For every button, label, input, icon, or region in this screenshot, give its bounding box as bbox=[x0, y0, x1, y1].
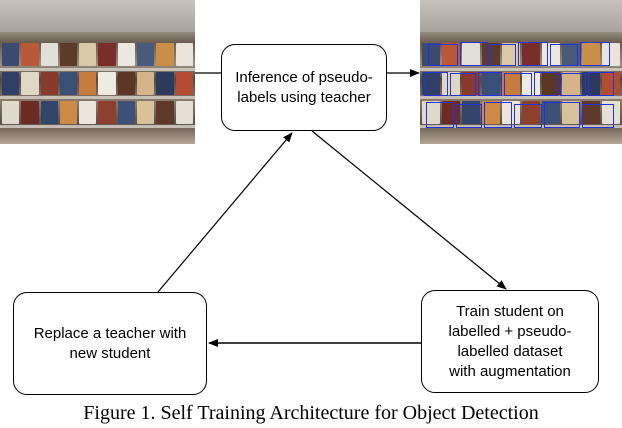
detection-box bbox=[504, 73, 532, 96]
replace-teacher-node-label: Replace a teacher with new student bbox=[33, 324, 187, 362]
detection-box bbox=[484, 102, 512, 128]
train-student-node: Train student on labelled + pseudo- labe… bbox=[421, 290, 599, 393]
inference-node: Inference of pseudo- labels using teache… bbox=[221, 44, 387, 131]
detection-box bbox=[588, 72, 614, 96]
detection-box bbox=[518, 42, 548, 66]
detection-box bbox=[560, 73, 586, 96]
replace-teacher-node: Replace a teacher with new student bbox=[13, 292, 207, 395]
detection-box bbox=[478, 72, 502, 96]
train-student-node-label: Train student on labelled + pseudo- labe… bbox=[448, 302, 572, 380]
detection-box bbox=[534, 72, 558, 96]
detection-box bbox=[456, 104, 482, 128]
figure-caption: Figure 1. Self Training Architecture for… bbox=[83, 402, 539, 424]
detection-box bbox=[580, 42, 610, 66]
detection-box bbox=[426, 102, 454, 128]
arrow-inference-to-train bbox=[311, 130, 507, 290]
detection-box bbox=[514, 104, 542, 128]
detection-box bbox=[428, 44, 458, 66]
detection-box bbox=[550, 44, 578, 66]
detection-box bbox=[460, 42, 488, 66]
detection-box bbox=[450, 73, 476, 96]
detection-box bbox=[544, 102, 580, 128]
output-shelf-image bbox=[420, 0, 622, 144]
detection-box bbox=[424, 72, 448, 96]
inference-node-label: Inference of pseudo- labels using teache… bbox=[235, 68, 373, 106]
detection-box bbox=[582, 104, 614, 128]
detection-box bbox=[490, 44, 516, 66]
arrow-replace-to-inference bbox=[157, 132, 293, 293]
input-shelf-image bbox=[0, 0, 195, 144]
